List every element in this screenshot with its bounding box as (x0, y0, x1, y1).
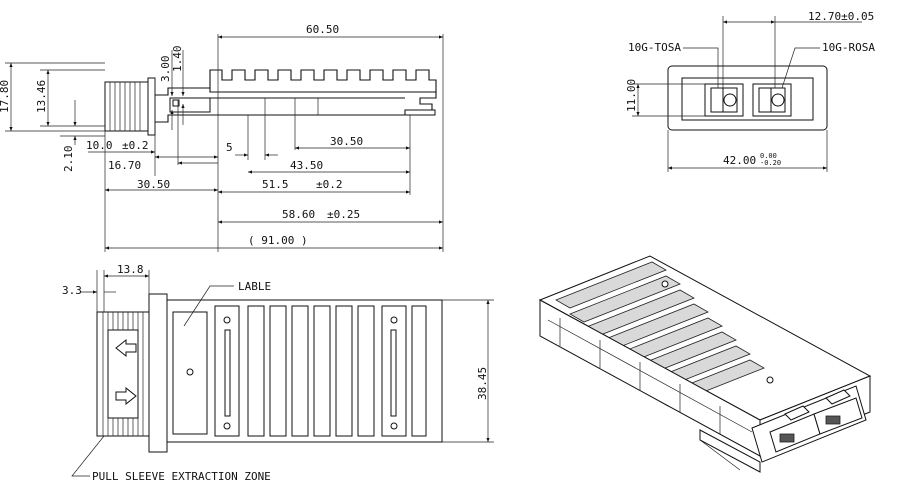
dim-16-70: 16.70 (108, 159, 141, 172)
dim-43-50: 43.50 (290, 159, 323, 172)
left-arrow-icon (115, 338, 137, 358)
dim-inner-height: 13.46 (35, 80, 48, 113)
dim-58-60-tolerance: ±0.25 (327, 208, 360, 221)
top-view: 3.3 13.8 38.45 LABLE PULL SLEEVE EXTRACT… (62, 263, 494, 483)
label-area-callout: LABLE (238, 280, 271, 293)
dim-30-50-b: 30.50 (137, 178, 170, 191)
rosa-label: 10G-ROSA (822, 41, 875, 54)
dim-10: 10.0 (86, 139, 113, 152)
side-view: 60.50 17.80 13.46 3.00 1.40 2.10 10.0 ±0… (0, 23, 444, 252)
dim-top-length: 60.50 (306, 23, 339, 36)
front-width-dimension: 42.00 (723, 154, 756, 167)
dim-51-5-tolerance: ±0.2 (316, 178, 343, 191)
dim-30-50-a: 30.50 (330, 135, 363, 148)
dim-fin-height-a: 3.00 (159, 56, 172, 83)
dim-top-width: 38.45 (476, 367, 489, 400)
front-height-dimension: 11.00 (625, 79, 638, 112)
dim-bottom-offset: 2.10 (62, 146, 75, 173)
pull-sleeve-callout: PULL SLEEVE EXTRACTION ZONE (92, 470, 271, 483)
isometric-view (538, 255, 872, 473)
tosa-label: 10G-TOSA (628, 41, 681, 54)
right-arrow-icon (115, 386, 137, 406)
dim-10-tolerance: ±0.2 (122, 139, 149, 152)
dim-13-8: 13.8 (117, 263, 144, 276)
dim-3-3: 3.3 (62, 284, 82, 297)
dim-58-60: 58.60 (282, 208, 315, 221)
front-width-tolerance-lower: -0.20 (760, 159, 781, 167)
dim-51-5: 51.5 (262, 178, 289, 191)
front-width-tolerance-upper: 0.00 (760, 152, 777, 160)
dim-total-height: 17.80 (0, 80, 11, 113)
front-view: 12.70±0.05 10G-TOSA 10G-ROSA 11.00 42.00… (625, 10, 875, 172)
dim-overall-length: ( 91.00 ) (248, 234, 308, 247)
pitch-dimension: 12.70±0.05 (808, 10, 874, 23)
dim-5: 5 (226, 141, 233, 154)
dim-fin-height-b: 1.40 (171, 46, 184, 73)
